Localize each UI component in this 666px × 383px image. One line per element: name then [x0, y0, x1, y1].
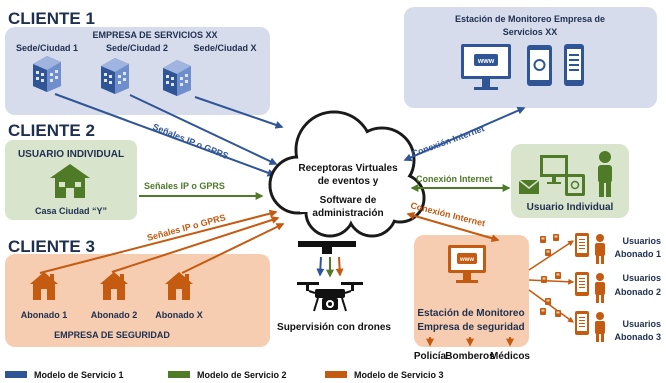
person-icon: [595, 234, 605, 264]
person-icon: [595, 273, 605, 303]
internet-label-top: Conexión Internet: [410, 123, 485, 159]
mini-phone-icon: [545, 298, 551, 305]
tablet-icon: [527, 45, 552, 86]
person-icon: [595, 312, 605, 342]
legend-swatch-3: [325, 371, 347, 378]
legend-label-1: Modelo de Servicio 1: [34, 370, 124, 380]
cloud-line-4: administración: [312, 208, 383, 219]
client3-panel: [5, 254, 270, 347]
phone-icon: [575, 233, 589, 257]
envelope-icon: [518, 179, 540, 194]
internet-arrow-bottom: [406, 211, 500, 243]
internet-label-bottom: Conexión Internet: [410, 200, 487, 228]
cloud-icon: [268, 110, 426, 238]
client2-house: Casa Ciudad “Y”: [35, 206, 107, 216]
client2-title: CLIENTE 2: [8, 121, 95, 140]
responder-firefighters: Bomberos: [445, 351, 495, 362]
client3-subscriber-2: Abonado 2: [91, 310, 138, 320]
client1-site-1: Sede/Ciudad 1: [16, 43, 78, 53]
client3-subscriber-1: Abonado 1: [21, 310, 68, 320]
internet-arrow-top: [403, 106, 526, 162]
phone-icon: [564, 44, 584, 86]
user-links: [528, 240, 575, 323]
client1-site-x: Sede/Ciudad X: [193, 43, 256, 53]
station-xx-line-2: Servicios XX: [503, 27, 558, 37]
client3-arrow-2: [111, 216, 280, 273]
legend-swatch-1: [5, 371, 27, 378]
station-security-www: www: [459, 257, 474, 263]
client2-signal-label: Señales IP o GPRS: [144, 181, 225, 191]
mini-phone-icon: [540, 236, 546, 243]
cloud-line-2: de eventos y: [318, 176, 379, 187]
monitor-icon: [461, 44, 511, 90]
legend-label-3: Modelo de Servicio 3: [354, 370, 444, 380]
individual-user-label: Usuario Individual: [527, 202, 614, 213]
client3-title: CLIENTE 3: [8, 237, 95, 256]
internet-label-mid: Conexión Internet: [416, 174, 493, 184]
client1-arrow-1: [54, 93, 276, 177]
tablet-icon: [565, 174, 585, 196]
user2-line-1: Usuarios: [622, 273, 661, 283]
responder-medics: Médicos: [490, 351, 530, 362]
mini-phone-icon: [540, 308, 546, 315]
mini-phone-icon: [553, 234, 559, 241]
station-security-line-2: Empresa de seguridad: [417, 322, 524, 333]
user1-line-1: Usuarios: [622, 236, 661, 246]
client1-arrow-2: [129, 94, 278, 165]
client1-panel: [5, 27, 270, 115]
phone-icon: [575, 272, 589, 296]
user3-line-2: Abonado 3: [615, 332, 662, 342]
station-xx-line-1: Estación de Monitoreo Empresa de: [455, 14, 605, 24]
station-security-line-1: Estación de Monitoreo: [417, 308, 524, 319]
drone-icon: [297, 241, 363, 312]
client1-arrow-x: [194, 96, 284, 129]
phone-icon: [575, 311, 589, 335]
client3-subscriber-x: Abonado X: [155, 310, 203, 320]
client3-arrow-1: [39, 209, 278, 274]
cloud-line-1: Receptoras Virtuales: [298, 163, 398, 174]
station-xx-www: www: [477, 58, 495, 65]
mini-phone-icon: [545, 249, 551, 256]
monitor-icon: [540, 155, 568, 184]
client2-subtitle: USUARIO INDIVIDUAL: [18, 149, 124, 160]
drones-label: Supervisión con drones: [277, 322, 391, 333]
house-icon: [50, 164, 90, 198]
legend-label-2: Modelo de Servicio 2: [197, 370, 287, 380]
legend-swatch-2: [168, 371, 190, 378]
monitor-icon: [448, 245, 486, 283]
client3-company: EMPRESA DE SEGURIDAD: [54, 330, 170, 340]
user2-line-2: Abonado 2: [615, 287, 662, 297]
client1-title: CLIENTE 1: [8, 9, 95, 28]
user3-line-1: Usuarios: [622, 319, 661, 329]
client1-company: EMPRESA DE SERVICIOS XX: [92, 30, 217, 40]
cloud-line-3: Software de: [320, 195, 377, 206]
client1-site-2: Sede/Ciudad 2: [106, 43, 168, 53]
client3-arrow-x: [181, 223, 285, 274]
responder-police: Policía: [414, 351, 447, 362]
mini-phone-icon: [541, 276, 547, 283]
user1-line-2: Abonado 1: [615, 249, 662, 259]
client1-signal-label: Señales IP o GPRS: [151, 122, 230, 162]
mini-phone-icon: [555, 272, 561, 279]
station-security-panel: [414, 235, 529, 347]
person-icon: [598, 151, 612, 197]
mini-phone-icon: [555, 310, 561, 317]
